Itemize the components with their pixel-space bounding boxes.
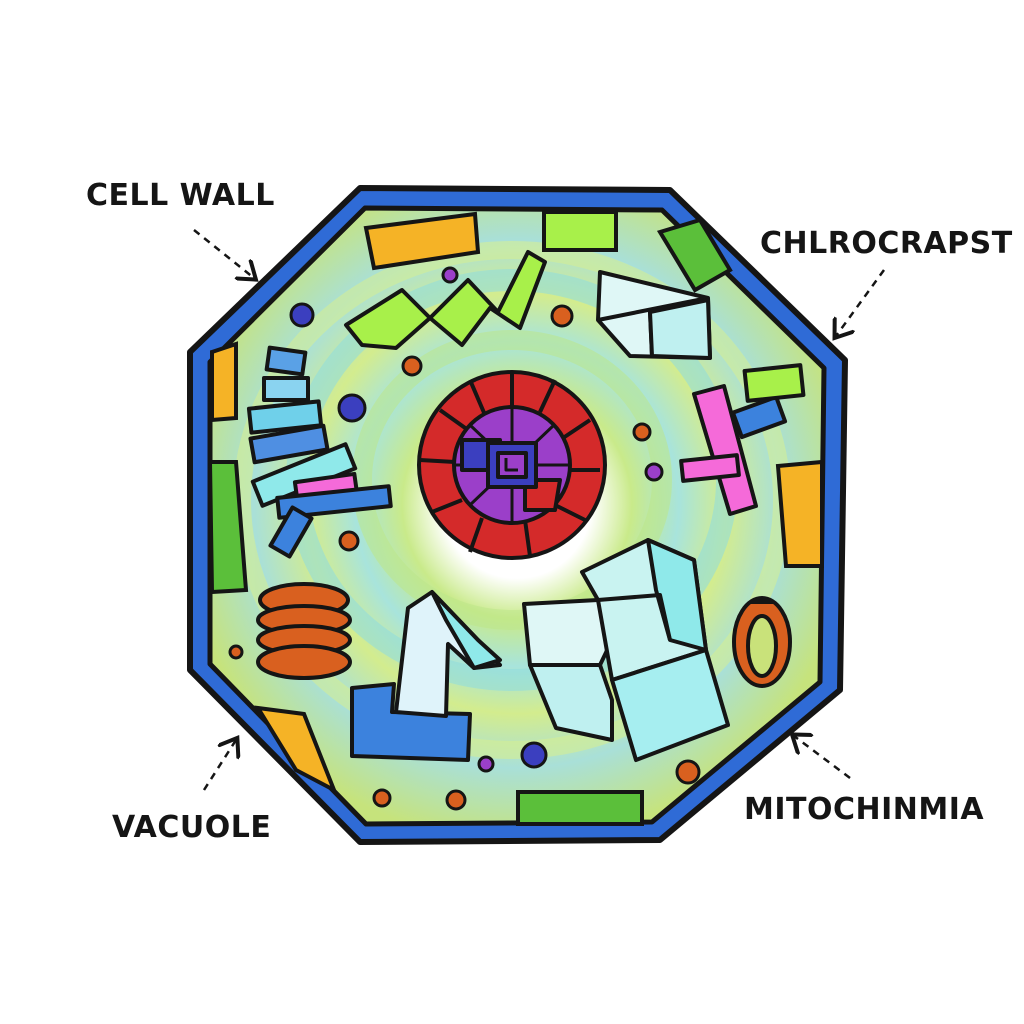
- mitochondrion-ring: [732, 596, 792, 688]
- organelle-yellow-bottom-left: [254, 705, 338, 795]
- organelle-green-left: [207, 460, 249, 595]
- organelle-yellow-top: [363, 211, 481, 271]
- organelle-orange-stack: [256, 582, 352, 680]
- arrow-chloroplast: [836, 269, 886, 336]
- organelle-pink-cross: [679, 363, 806, 516]
- nucleus: [417, 370, 607, 560]
- granules: [228, 266, 701, 811]
- organelle-cyan-top-right: [596, 270, 712, 360]
- mitochondria-label: MITOCHINMIA: [744, 792, 985, 827]
- organelle-green-bottom: [516, 790, 644, 826]
- organelle-cyan-cluster: [522, 538, 730, 762]
- endoplasmic-reticulum-zigzag: [344, 250, 547, 350]
- organelle-green-top-right: [656, 217, 733, 293]
- arrow-mitochondria: [794, 736, 851, 779]
- organelle-yellow-left: [210, 341, 238, 423]
- organelle-blue-bottom: [350, 590, 502, 762]
- arrow-cell-wall: [193, 229, 254, 278]
- dashed-arrow-icon: [193, 229, 886, 791]
- organelle-lime-top: [542, 210, 618, 252]
- vacuole-label: VACUOLE: [112, 810, 272, 845]
- chloroplast-label: CHLROCRAPST: [760, 226, 1013, 261]
- arrow-vacuole: [202, 740, 236, 791]
- golgi-stack-left: [246, 345, 393, 559]
- organelle-yellow-right: [775, 459, 824, 568]
- cell-wall-label: CELL WALL: [86, 178, 275, 213]
